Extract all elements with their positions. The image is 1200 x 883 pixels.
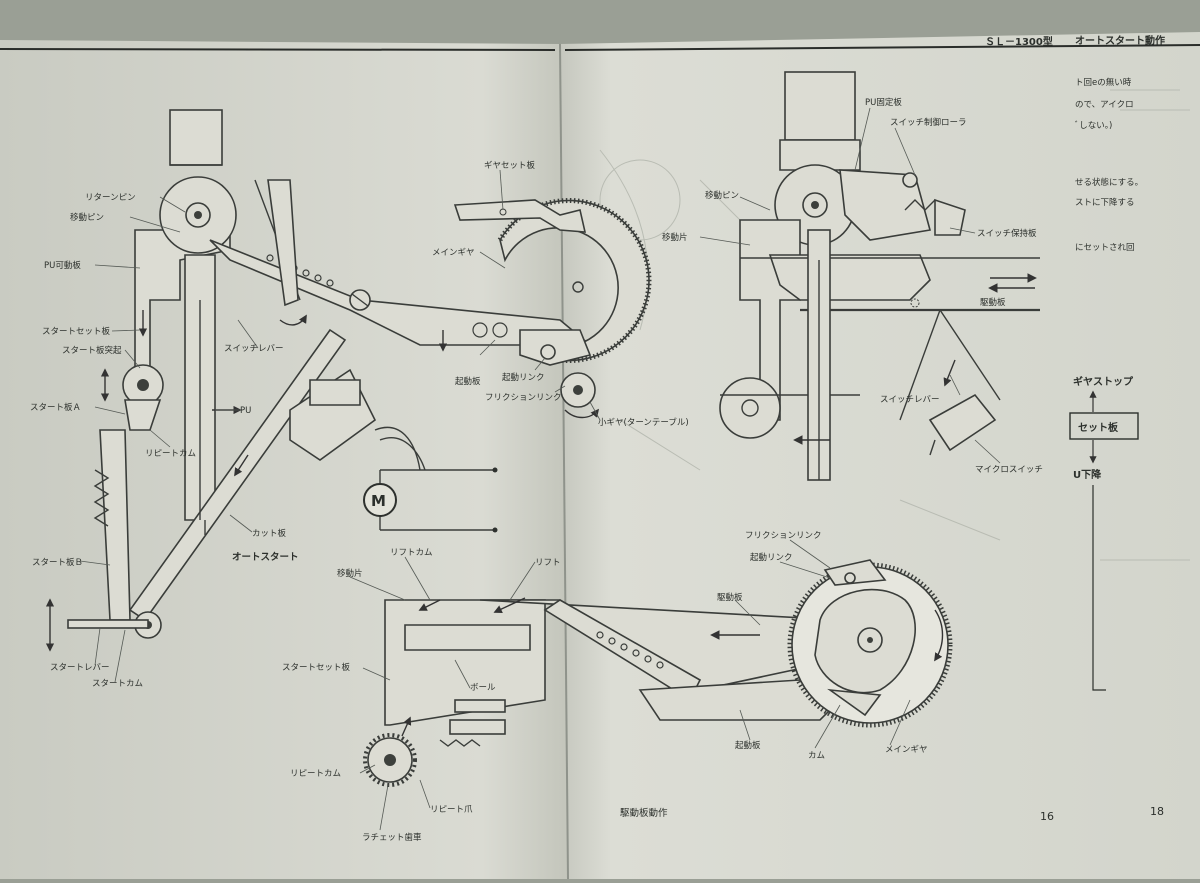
header-rule-right (564, 44, 1200, 51)
label-start-set-plate-2: スタートセット板 (282, 662, 351, 673)
label-moving-piece-3: 移動片 (337, 568, 363, 579)
flow-bracket (1092, 485, 1106, 691)
label-repeat-cam: リピートカム (145, 449, 196, 459)
margin-line-6: にセットされ回 (1075, 243, 1135, 253)
label-start-set-plate: スタートセット板 (42, 326, 111, 337)
page-number-left: 16 (1040, 810, 1054, 823)
label-drive-plate: 駆動板 (980, 297, 1006, 308)
margin-line-1: ト回eの無い時 (1075, 77, 1132, 88)
label-main-gear: メインギヤ (432, 248, 475, 258)
label-small-gear: 小ギヤ(ターンテーブル) (598, 417, 689, 428)
page-number-right: 18 (1150, 805, 1164, 818)
label-moving-piece: 移動片 (662, 232, 688, 243)
label-start-cam: スタートカム (92, 679, 143, 689)
motor-symbol (363, 483, 397, 517)
caption-drive-plate-operation: 駆動板動作 (620, 807, 668, 819)
motor-letter: M (371, 492, 386, 510)
label-moving-pin: 移動ピン (70, 212, 104, 223)
label-gear-set-plate: ギヤセット板 (484, 160, 536, 171)
label-ball: ボール (470, 683, 496, 693)
label-ratchet-gear: ラチェット歯車 (362, 832, 422, 843)
label-lift-cam: リフトカム (390, 548, 433, 558)
flow-top-label: ギヤストップ (1073, 375, 1134, 388)
page-gutter (559, 43, 569, 880)
margin-line-5: ストに下降する (1075, 197, 1135, 208)
header-model: ＳＬ－1300型 (985, 35, 1053, 48)
label-main-gear-2: メインギヤ (885, 745, 928, 755)
label-friction-link: フリクションリンク (485, 393, 562, 403)
label-return-pin: リターンピン (85, 193, 136, 203)
label-switch-holding-plate: スイッチ保持板 (977, 228, 1037, 239)
label-repeat-claw: リピート爪 (430, 805, 473, 815)
left-page (0, 40, 568, 879)
label-micro-switch: マイクロスイッチ (975, 465, 1043, 475)
margin-line-2: ので、アイクロ (1075, 100, 1134, 110)
header-rule-left (0, 48, 556, 51)
label-drive-plate-2: 駆動板 (717, 592, 743, 603)
left-figure: M (30, 109, 689, 689)
label-lift: リフト (535, 558, 561, 568)
label-start-plate: 起動板 (455, 376, 481, 387)
margin-line-4: せる状態にする。 (1075, 177, 1143, 188)
label-pu: PU (240, 406, 251, 416)
flow-bottom-label: U下降 (1073, 468, 1102, 481)
right-margin: ト回eの無い時 ので、アイクロ ﾞしない。) せる状態にする。 ストに下降する … (1069, 77, 1143, 691)
label-switch-lever-2: スイッチレバー (880, 395, 940, 405)
label-cut-plate: カット板 (252, 528, 287, 539)
caption-auto-start: オートスタート (232, 551, 299, 563)
flow-box (1069, 412, 1139, 440)
label-start-lever: スタートレバー (50, 663, 110, 673)
label-pu-moving-plate: PU可動板 (44, 260, 81, 271)
margin-line-3: ﾞしない。) (1075, 121, 1112, 131)
label-repeat-cam-2: リピートカム (290, 769, 341, 779)
right-page (560, 32, 1200, 879)
label-start-plate-2: 起動板 (735, 740, 761, 751)
label-cam: カム (808, 751, 825, 761)
label-start-link-2: 起動リンク (750, 552, 793, 563)
right-top-figure: PU固定板 スイッチ制御ローラ 移動ピン 移動片 スイッチ保持板 駆動板 スイッ… (662, 71, 1043, 481)
label-moving-pin-2: 移動ピン (705, 190, 739, 201)
label-switch-control-roller: スイッチ制御ローラ (890, 117, 967, 128)
bottom-figure: リフトカム リフト 移動片 スタートセット板 ボール リピートカム リピート爪 … (282, 531, 953, 843)
label-start-plate-projection: スタート板突起 (62, 345, 122, 356)
header-section: オートスタート動作 (1075, 34, 1165, 47)
label-start-plate-a: スタート板Ａ (30, 402, 81, 413)
label-friction-link-2: フリクションリンク (745, 531, 822, 541)
flow-box-label: セット板 (1078, 421, 1119, 434)
bleed-through (599, 89, 1190, 561)
label-start-link: 起動リンク (502, 372, 545, 383)
label-switch-lever: スイッチレバー (224, 344, 284, 354)
label-pu-fixed-plate: PU固定板 (865, 97, 902, 108)
label-start-plate-b: スタート板Ｂ (32, 557, 83, 568)
